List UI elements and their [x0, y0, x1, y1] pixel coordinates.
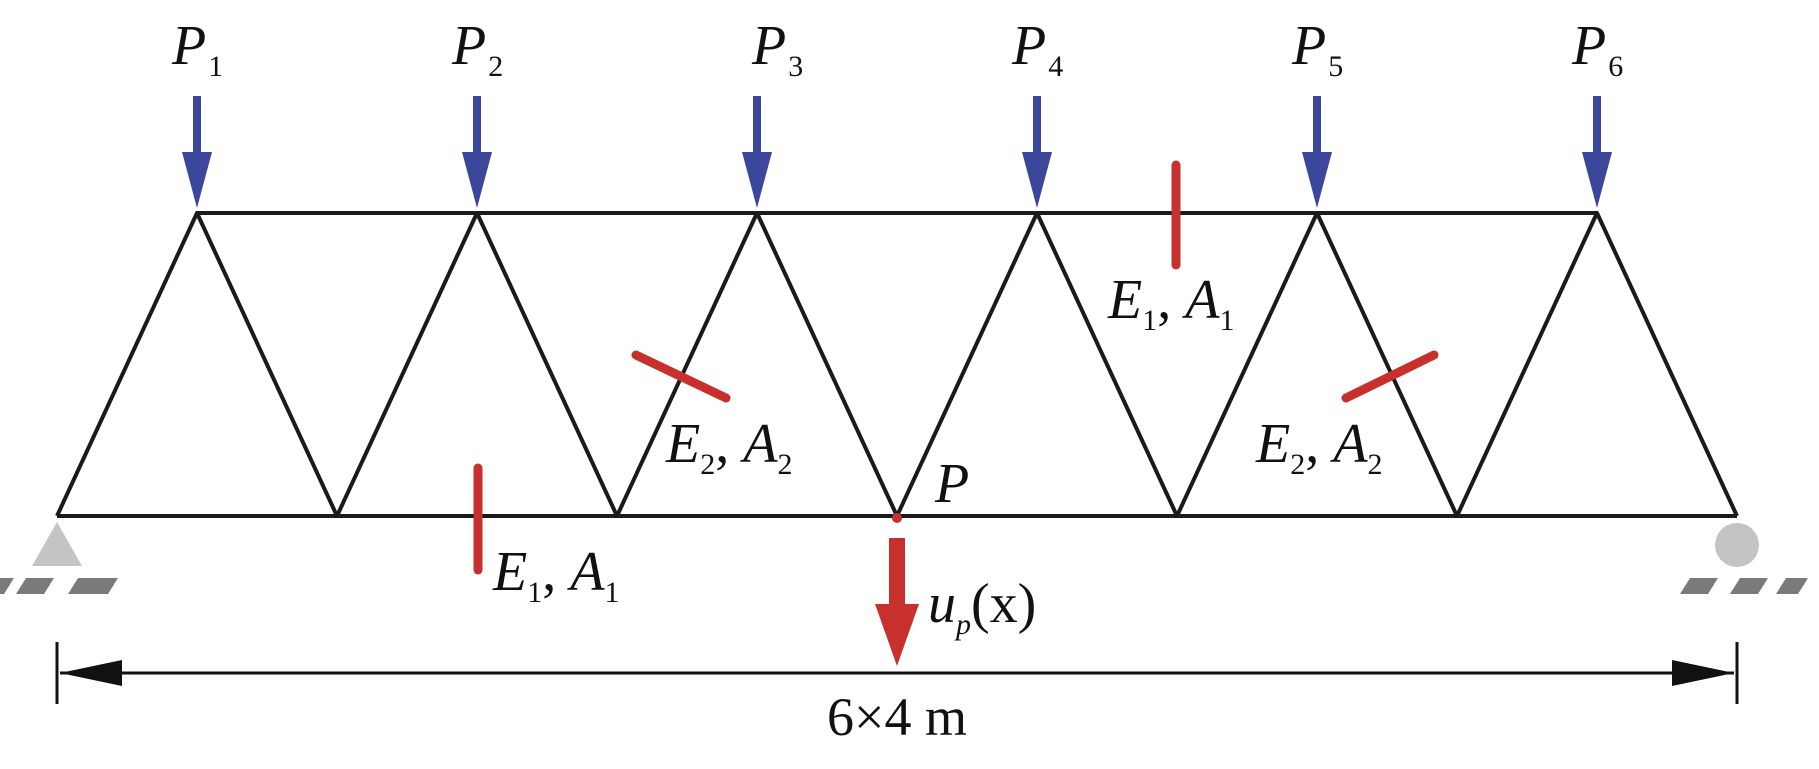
diagonal-web: [55, 211, 1739, 518]
svg-text:P1: P1: [171, 15, 223, 83]
displacement-arrow: [875, 538, 919, 666]
marker-diagonal-left: [631, 350, 731, 403]
member-labels: E1, A1 E2, A2 E1, A1 E2, A2: [492, 269, 1382, 609]
truss-members: [55, 211, 1739, 518]
load-arrow-3: [742, 96, 772, 208]
dimension-arrowheads: [60, 660, 1734, 686]
pin-support-hatch: [0, 578, 118, 594]
pin-support-triangle: [32, 522, 82, 566]
member-label-top-chord: E1, A1: [1107, 269, 1234, 337]
span-dimension: [55, 642, 1739, 704]
roller-support-hatch: [1680, 578, 1808, 594]
load-label-3: P: [751, 15, 786, 77]
load-label-6: P: [1571, 15, 1606, 77]
load-arrow-1: [182, 96, 212, 208]
displacement-label: up(x): [928, 573, 1036, 641]
member-label-bottom-chord: E1, A1: [492, 541, 619, 609]
svg-text:P3: P3: [751, 15, 803, 83]
load-arrow-6: [1582, 96, 1612, 208]
member-label-diagonal-left: E2, A2: [665, 413, 792, 481]
node-p-label: P: [934, 453, 969, 515]
node-p-dot: [892, 513, 902, 523]
roller-support: [1680, 523, 1808, 594]
member-label-diagonal-right: E2, A2: [1255, 413, 1382, 481]
load-label-2: P: [451, 15, 486, 77]
load-arrow-2: [462, 96, 492, 208]
load-label-1: P: [171, 15, 206, 77]
load-label-4: P: [1011, 15, 1046, 77]
load-arrows: [182, 96, 1612, 208]
pin-support: [0, 522, 118, 594]
load-arrow-4: [1022, 96, 1052, 208]
load-labels: P1 P2 P3 P4 P5 P6: [171, 15, 1623, 83]
span-label: 6×4 m: [827, 687, 967, 747]
member-markers: [473, 160, 1439, 575]
marker-diagonal-right: [1341, 350, 1439, 403]
svg-text:P6: P6: [1571, 15, 1623, 83]
roller-support-circle: [1715, 523, 1759, 567]
load-arrow-5: [1302, 96, 1332, 208]
load-label-5: P: [1291, 15, 1326, 77]
svg-text:P5: P5: [1291, 15, 1343, 83]
svg-text:P2: P2: [451, 15, 503, 83]
svg-text:P4: P4: [1011, 15, 1063, 83]
